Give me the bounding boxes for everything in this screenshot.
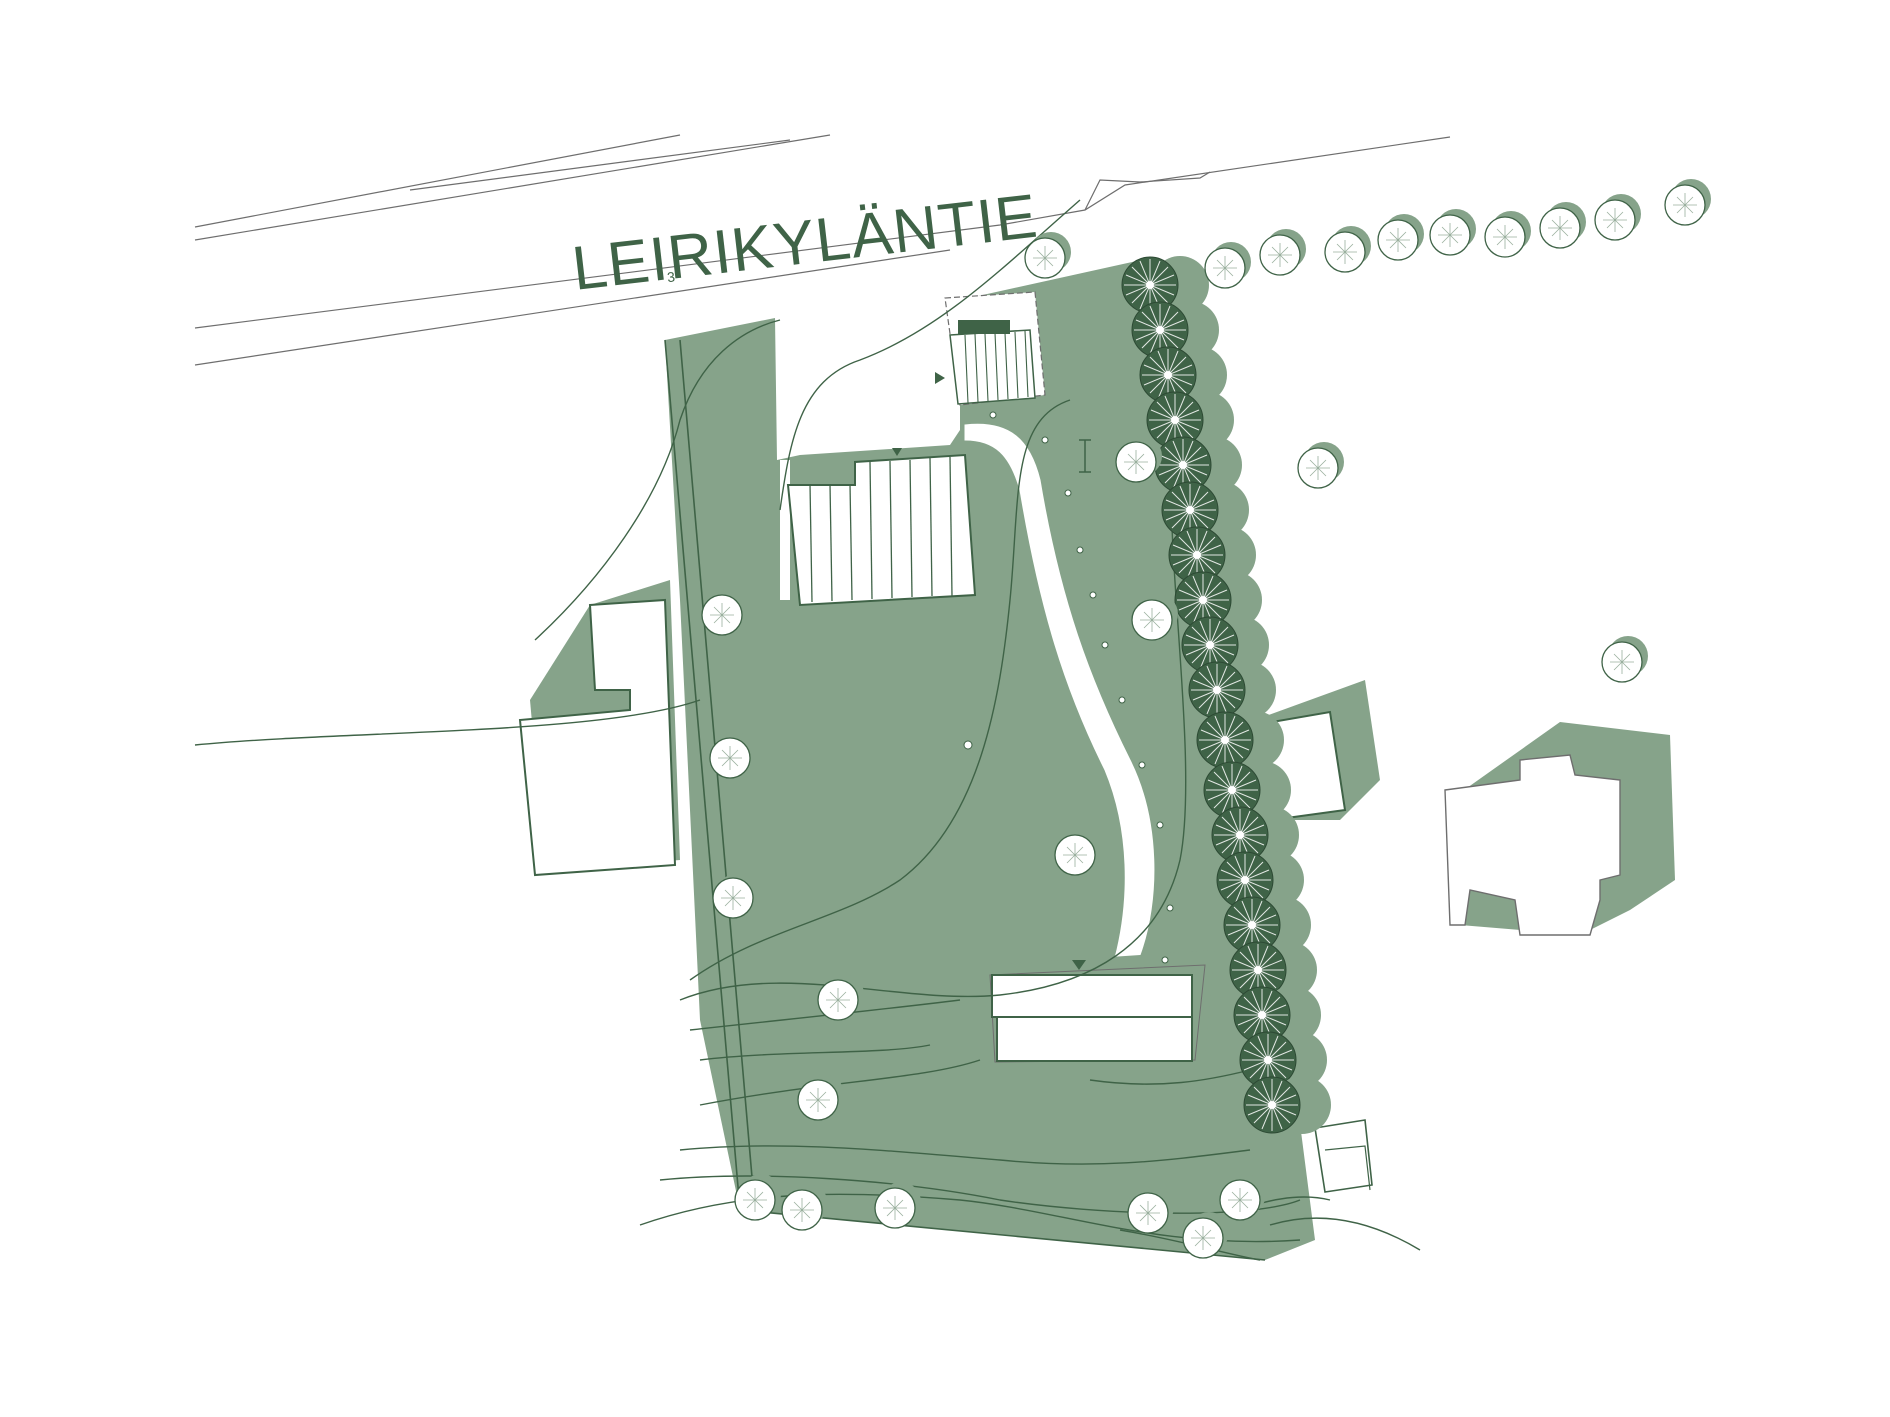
contour-lines — [194, 199, 1421, 1261]
shed-bottom-right — [1314, 1119, 1373, 1193]
road-marker-number: 3 — [666, 268, 676, 285]
pole-marker — [1079, 439, 1091, 473]
site-boundary — [664, 339, 1266, 1261]
street-name: LEIRIKYLÄNTIE — [569, 182, 1042, 304]
building-small-north — [935, 291, 1046, 406]
building-north-west-outline — [780, 320, 790, 600]
neighbour-building-far-east — [1444, 722, 1675, 936]
road-lines — [194, 134, 1451, 366]
building-south — [989, 950, 1215, 1063]
building-hatched-main — [786, 448, 977, 607]
driveway-markers — [963, 411, 1174, 964]
street-label-group: LEIRIKYLÄNTIE 3 — [569, 182, 1042, 304]
neighbour-building-west — [518, 580, 680, 877]
